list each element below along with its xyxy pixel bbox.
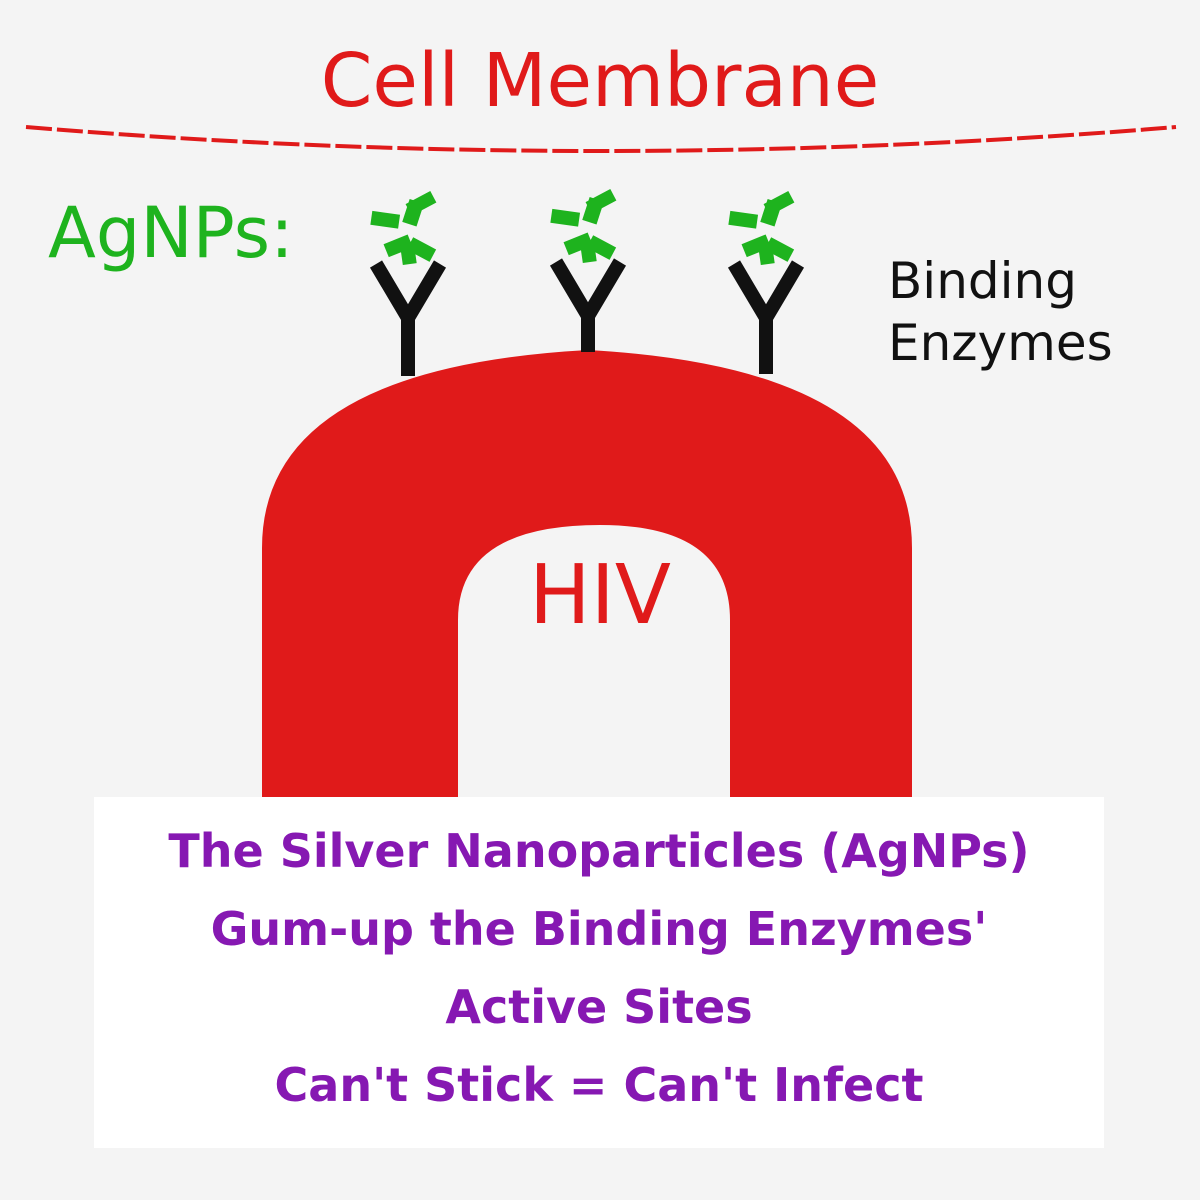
binding-enzymes-label-line: Binding xyxy=(888,252,1077,310)
hiv-virus-shape xyxy=(262,350,912,800)
caption-line: The Silver Nanoparticles (AgNPs) xyxy=(168,824,1030,878)
cell-membrane-line xyxy=(25,125,1177,153)
binding-enzyme-receptors xyxy=(369,258,805,376)
silver-nanoparticle-cluster xyxy=(370,190,437,266)
cell-membrane-label: Cell Membrane xyxy=(320,38,880,124)
binding-enzyme-receptor xyxy=(549,258,627,352)
caption-line: Active Sites xyxy=(445,980,753,1034)
silver-nanoparticle-cluster xyxy=(550,188,617,264)
caption-line: Can't Stick = Can't Infect xyxy=(274,1058,924,1112)
binding-enzyme-receptor xyxy=(369,260,447,376)
agnps-label: AgNPs: xyxy=(48,192,294,274)
hiv-label: HIV xyxy=(529,548,671,643)
binding-enzymes-label-line: Enzymes xyxy=(888,314,1113,372)
caption-line: Gum-up the Binding Enzymes' xyxy=(210,902,988,956)
binding-enzyme-receptor xyxy=(727,260,805,374)
silver-nanoparticle-cluster xyxy=(728,190,795,266)
caption-panel xyxy=(94,797,1104,1148)
caption-text: The Silver Nanoparticles (AgNPs) Gum-up … xyxy=(94,812,1104,1124)
binding-enzymes-label: Binding Enzymes xyxy=(888,250,1113,374)
